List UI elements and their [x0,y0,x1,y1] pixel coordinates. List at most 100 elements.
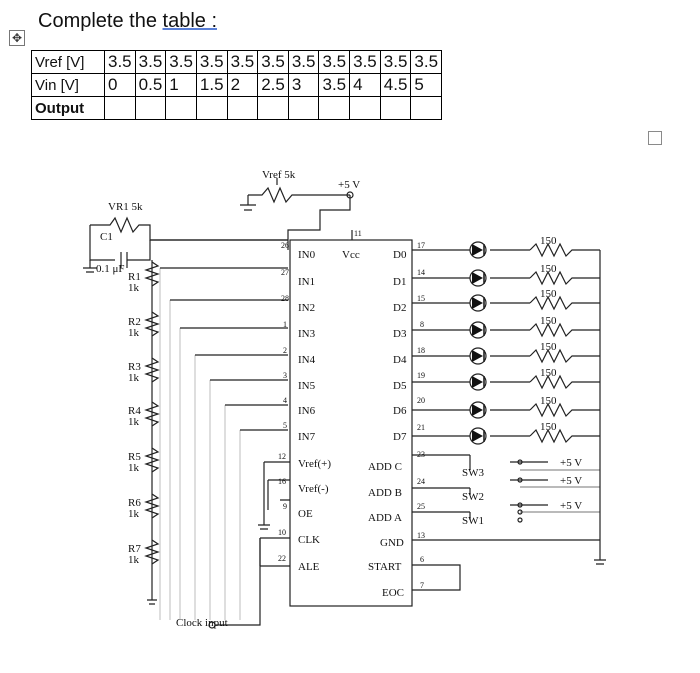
led-resistor-value: 150 [540,395,557,407]
chip-input-label: IN3 [298,328,316,340]
switch-supply-label: +5 V [560,457,582,469]
clock-input-label: Clock input [176,617,228,629]
resistor-label: R1 [128,271,141,283]
table-cell[interactable] [379,96,412,120]
switch-label: SW1 [462,515,484,527]
switch-supply-label: +5 V [560,500,582,512]
chip-input-label: IN5 [298,380,316,392]
resistor-label: R5 [128,451,141,463]
table-cell[interactable]: 5 [410,73,443,97]
table-resize-handle[interactable] [648,131,662,145]
table-cell[interactable]: 2.5 [257,73,289,97]
table-cell[interactable] [318,96,351,120]
table-cell[interactable] [165,96,197,120]
pin-number: 9 [283,502,287,511]
table-cell[interactable]: 4 [349,73,381,97]
chip-output-label: D1 [393,276,406,288]
table-cell[interactable] [349,96,381,120]
table-cell[interactable]: 3.5 [318,73,351,97]
table-cell[interactable] [134,96,167,120]
row-label[interactable]: Vref [V] [31,50,105,74]
pin-number: 1 [283,320,287,329]
led-resistor-value: 150 [540,263,557,275]
pin-number: 6 [420,555,424,564]
led-icon [469,269,487,287]
table-cell[interactable]: 3.5 [226,50,259,74]
resistor-icon [144,261,160,287]
chip-control-label: OE [298,508,313,520]
eoc-label: EOC [382,587,404,599]
table-cell[interactable]: 3.5 [195,50,228,74]
resistor-value: 1k [128,554,140,566]
start-label: START [368,561,402,573]
table-cell[interactable]: 3.5 [379,50,412,74]
heading-prefix: Complete the [38,10,163,32]
pin-number: 17 [417,241,425,250]
pin-number: 13 [417,531,425,540]
table-cell[interactable]: 3.5 [165,50,197,74]
led-resistor-value: 150 [540,367,557,379]
table-cell[interactable] [410,96,443,120]
resistor-icon [144,493,160,519]
gnd-label: GND [380,537,404,549]
chip-control-label: Vref(-) [298,483,329,495]
row-label[interactable]: Output [31,96,105,120]
chip-control-label: ALE [298,561,320,573]
led-icon [469,373,487,391]
pin-number: 27 [281,268,289,277]
table-cell[interactable]: 3.5 [134,50,167,74]
row-label[interactable]: Vin [V] [31,73,105,97]
resistor-icon [144,311,160,337]
chip-output-label: D7 [393,431,407,443]
pin-number: 16 [278,477,286,486]
table-cell[interactable]: 0.5 [134,73,167,97]
adc-chip-body [289,239,413,607]
pin-number: 25 [417,502,425,511]
pin-number: 2 [283,346,287,355]
led-icon [469,347,487,365]
table-cell[interactable]: 0 [104,73,136,97]
pin-number: 28 [281,294,289,303]
led-resistor-value: 150 [540,235,557,247]
chip-input-label: IN0 [298,249,316,261]
table-row-output: Output [31,96,443,120]
led-resistor-value: 150 [540,315,557,327]
chip-output-label: D0 [393,249,407,261]
vr1-label: VR1 5k [108,201,143,213]
table-cell[interactable]: 3.5 [318,50,351,74]
chip-address-label: ADD C [368,461,402,473]
table-cell[interactable] [104,96,136,120]
led-resistor-value: 150 [540,341,557,353]
chip-input-label: IN2 [298,302,315,314]
c1-value: 0.1 μF [96,263,125,275]
resistor-icon [144,401,160,427]
c1-label: C1 [100,231,113,243]
chip-control-label: Vref(+) [298,458,331,470]
chip-output-label: D6 [393,405,407,417]
pin-number: 22 [278,554,286,563]
vcc-label: Vcc [342,249,360,261]
pin-number: 8 [420,320,424,329]
led-icon [469,241,487,259]
resistor-label: R6 [128,497,141,509]
table-cell[interactable] [226,96,259,120]
vref-pot-label: Vref 5k [262,169,296,181]
table-cell[interactable]: 3.5 [410,50,443,74]
chip-address-label: ADD B [368,487,402,499]
led-icon [469,294,487,312]
chip-input-label: IN4 [298,354,316,366]
switch-label: SW3 [462,467,485,479]
pin-number: 11 [354,229,362,238]
pin-number: 26 [281,241,289,250]
table-cell[interactable]: 3.5 [257,50,289,74]
switch-label: SW2 [462,491,484,503]
chip-control-label: CLK [298,534,320,546]
chip-input-label: IN7 [298,431,316,443]
chip-output-label: D5 [393,380,407,392]
pin-number: 18 [417,346,425,355]
table-row-vref: Vref [V] 3.5 3.5 3.5 3.5 3.5 3.5 3.5 3.5… [31,50,443,74]
page-heading: Complete the table : [38,10,217,33]
pin-number: 5 [283,421,287,430]
resistor-label: R4 [128,405,141,417]
table-move-handle-icon[interactable]: ✥ [9,30,25,46]
